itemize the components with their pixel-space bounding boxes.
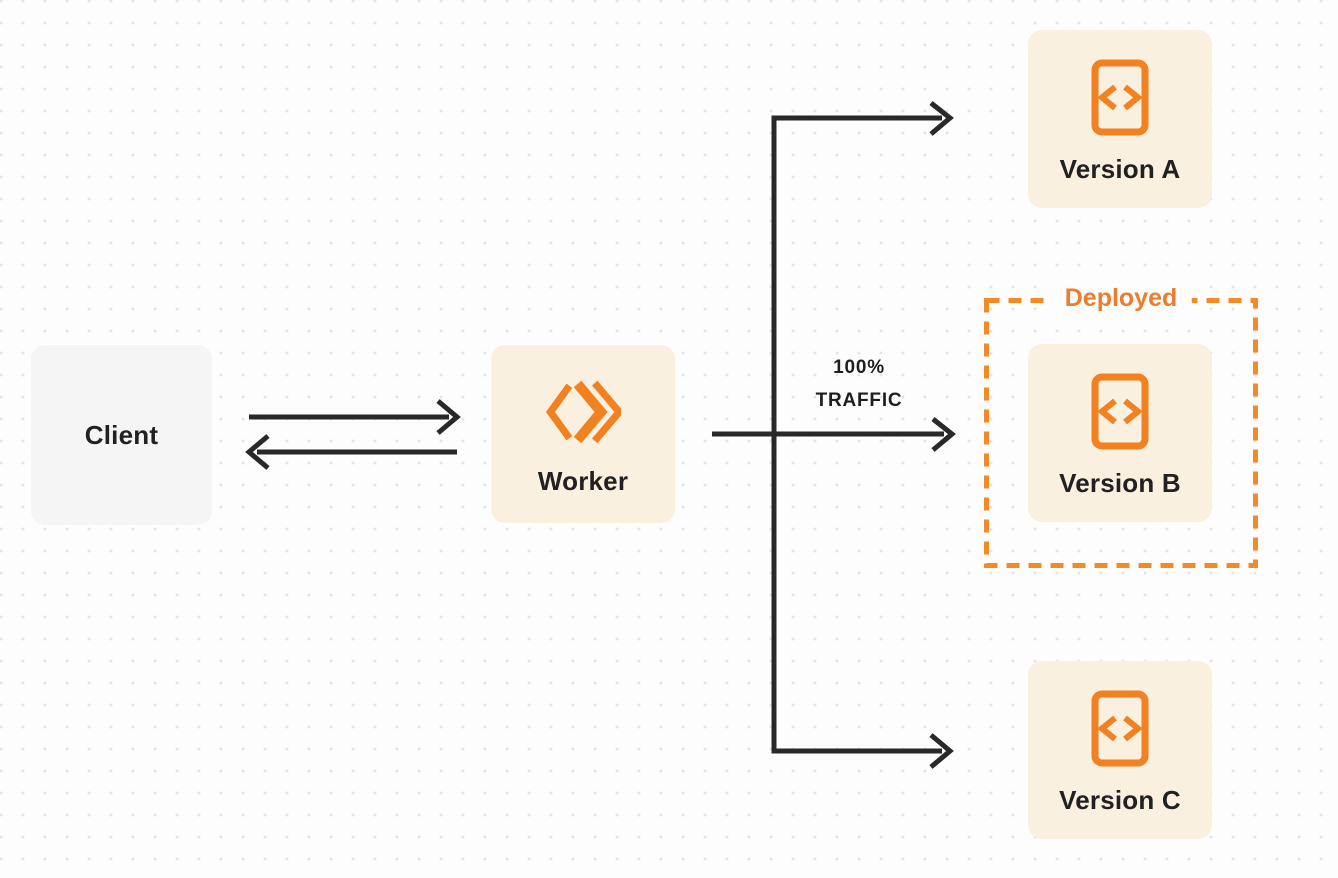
cloudflare-workers-logo-icon [545, 380, 621, 443]
worker-node: Worker [491, 345, 675, 523]
version-a-arrowhead [929, 101, 954, 136]
client-node-label: Client [84, 419, 159, 450]
traffic-percentage-value: 100% [833, 357, 885, 378]
version-c-node: Version C [1028, 661, 1212, 839]
fanout-splitter-line [771, 115, 942, 754]
version-a-node: Version A [1028, 30, 1212, 208]
version-b-node-label: Version B [1059, 468, 1181, 498]
code-file-icon [1091, 59, 1149, 136]
version-a-node-label: Version A [1059, 154, 1181, 184]
version-b-node: Version B [1028, 344, 1212, 522]
deployed-group-label: Deployed [1050, 283, 1192, 313]
version-c-arrowhead [929, 733, 954, 769]
code-file-icon [1091, 373, 1149, 450]
version-b-arrowhead [931, 417, 956, 452]
client-node: Client [31, 345, 212, 525]
worker-node-label: Worker [537, 465, 629, 496]
client-to-worker-arrowhead [436, 399, 461, 435]
code-file-icon [1091, 690, 1149, 767]
traffic-percentage-label: 100% TRAFFIC [794, 351, 924, 417]
traffic-percentage-word: TRAFFIC [815, 390, 903, 411]
deployed-group: Deployed Version B [984, 283, 1258, 568]
worker-to-client-arrowhead [245, 434, 270, 470]
version-c-node-label: Version C [1059, 785, 1181, 815]
